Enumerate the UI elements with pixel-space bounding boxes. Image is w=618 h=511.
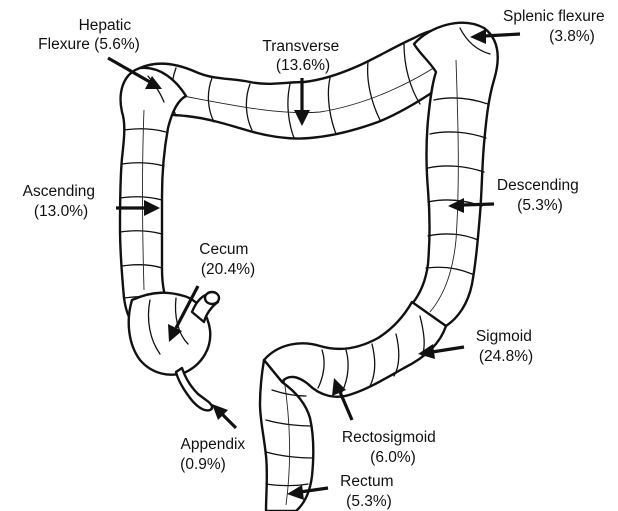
transverse-label: Transverse (13.6%) <box>262 38 343 74</box>
colon-illustration <box>120 23 498 511</box>
cecum-label: Cecum (20.4%) <box>199 241 255 278</box>
appendix-shape <box>176 368 212 410</box>
appendix-arrow <box>212 404 236 428</box>
rectum-label: Rectum (5.3%) <box>340 473 398 510</box>
sigmoid-colon-shape <box>264 302 446 397</box>
appendix-label: Appendix (0.9%) <box>180 436 249 473</box>
ascending-label: Ascending (13.0%) <box>23 183 100 220</box>
rectosigmoid-label: Rectosigmoid (6.0%) <box>342 429 440 466</box>
splenic-flexure-label: Splenic flexure (3.8%) <box>503 8 609 45</box>
hepatic-flexure-label: Hepatic Flexure (5.6%) <box>38 17 140 53</box>
sigmoid-label: Sigmoid (24.8%) <box>476 328 536 365</box>
descending-label: Descending (5.3%) <box>497 177 583 214</box>
